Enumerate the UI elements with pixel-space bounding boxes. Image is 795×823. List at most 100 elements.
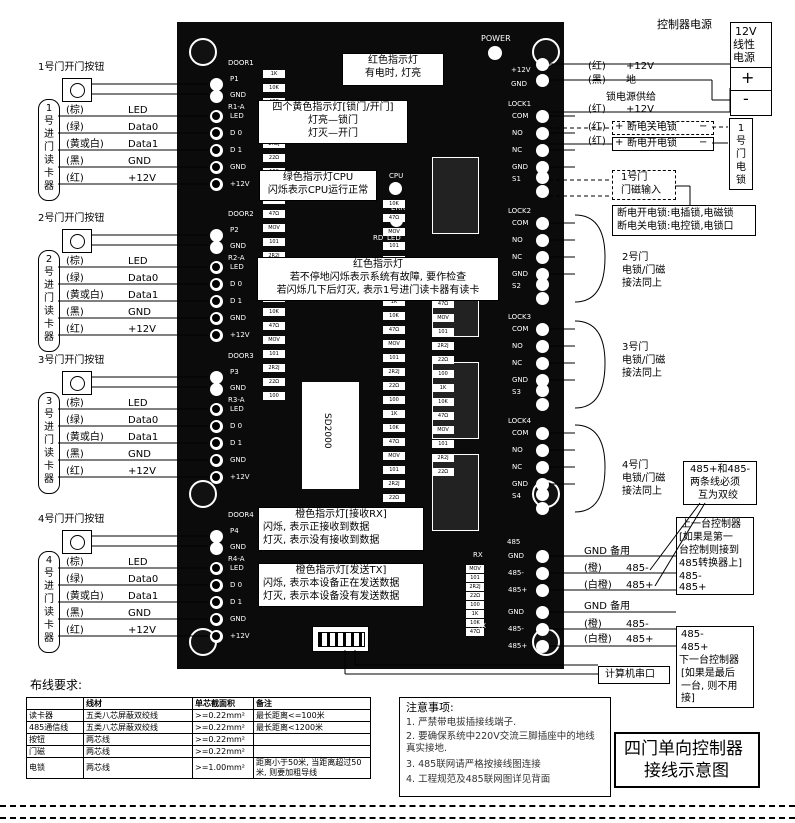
reader-terminal-screw xyxy=(212,280,220,288)
reader-pin-label: +12V xyxy=(230,331,250,339)
relay-terminal[interactable] xyxy=(536,234,549,247)
callout-yellow-l2: 灯亮—锁门 xyxy=(308,115,358,126)
table-cell: 电锁 xyxy=(26,757,84,779)
cpu-led xyxy=(389,182,402,195)
resistor: 100 xyxy=(466,601,484,609)
resistor: 47Ω xyxy=(383,438,405,446)
rs485-in-terminal[interactable] xyxy=(536,567,549,580)
rs485-out-terminal[interactable] xyxy=(536,640,549,653)
reader-wire-color: (黄或白) xyxy=(66,139,104,150)
relay-terminal[interactable] xyxy=(536,323,549,336)
button-terminal[interactable] xyxy=(210,241,223,254)
button-terminal[interactable] xyxy=(210,90,223,103)
sensor-terminal[interactable] xyxy=(536,398,549,411)
resistor: 47Ω xyxy=(263,322,285,330)
relay-terminal[interactable] xyxy=(536,357,549,370)
callout-tx-l3: 灯灭, 表示本设备没有发送数据 xyxy=(263,591,400,602)
rs485-in-terminal[interactable] xyxy=(536,550,549,563)
resistor: 47Ω xyxy=(383,214,405,222)
callout-rx-l1: 橙色指示灯[接收RX] xyxy=(295,509,387,520)
lock-note-line1: 断电开电锁:电插锁,电磁锁 xyxy=(617,208,734,219)
callout-err-led: 红色指示灯 若不停地闪烁表示系统有故障, 要作检查 若闪烁几下后灯灭, 表示1号… xyxy=(257,257,499,301)
reader-terminal-screw xyxy=(212,297,220,305)
reader-wire-signal: GND xyxy=(128,449,151,460)
linear-power-supply: 12V 线性 电源 + - xyxy=(730,22,772,116)
door1-exit-button[interactable] xyxy=(62,78,92,102)
reader-wire-signal: GND xyxy=(128,307,151,318)
note-1: 1. 严禁带电拔插接线端子. xyxy=(406,717,517,728)
rs485-in-pin-label: 485+ xyxy=(508,586,528,594)
door1-button-label: 1号门开门按钮 xyxy=(38,62,105,73)
resistor: 1K xyxy=(383,410,405,418)
relay-terminal[interactable] xyxy=(536,444,549,457)
resistor: 101 xyxy=(383,354,405,362)
relay-terminal[interactable] xyxy=(536,144,549,157)
callout-tx-l1: 橙色指示灯[发送TX] xyxy=(295,565,387,576)
mount-hole xyxy=(189,480,217,508)
table-header-cell: 备注 xyxy=(253,697,371,710)
sensor-terminal[interactable] xyxy=(536,488,549,501)
reader-terminal-screw xyxy=(212,163,220,171)
callout-err-l3: 若闪烁几下后灯灭, 表示1号进门读卡器有读卡 xyxy=(276,285,480,296)
door3-exit-button[interactable] xyxy=(62,371,92,395)
computer-serial-label: 计算机串口 xyxy=(605,669,655,680)
power-terminal[interactable] xyxy=(536,74,549,87)
button-terminal[interactable] xyxy=(210,542,223,555)
rs485-out-terminal[interactable] xyxy=(536,623,549,636)
lock2-label3: 接法同上 xyxy=(622,278,662,289)
reader-pin-label: GND xyxy=(230,314,247,322)
relay-terminal[interactable] xyxy=(536,217,549,230)
minus-2: 485- xyxy=(626,619,649,630)
reader-wire-color: (黄或白) xyxy=(66,591,104,602)
resistor: 101 xyxy=(466,574,484,582)
sensor-terminal[interactable] xyxy=(536,292,549,305)
callout-yellow-leds: 四个黄色指示灯[锁门/开门] 灯亮—锁门 灯灭—开门 xyxy=(258,100,408,144)
reader-connector-label: R3-A xyxy=(228,396,245,404)
rs485-in-pin-label: 485- xyxy=(508,569,524,577)
relay-terminal[interactable] xyxy=(536,110,549,123)
relay-pin-label: GND xyxy=(512,480,529,488)
table-row: 门磁两芯线>=0.22mm² xyxy=(26,745,371,758)
rs485-in-terminal[interactable] xyxy=(536,584,549,597)
relay-terminal[interactable] xyxy=(536,427,549,440)
table-cell xyxy=(253,745,371,758)
relay-pin-label: COM xyxy=(512,325,529,333)
serial-port[interactable] xyxy=(312,626,369,652)
resistor: 10K xyxy=(383,312,405,320)
relay-pin-label: NC xyxy=(512,146,523,154)
button-pin-label: P2 xyxy=(230,226,239,234)
sensor-terminal[interactable] xyxy=(536,171,549,184)
relay-pin-label: GND xyxy=(512,376,529,384)
lock-connector-label: LOCK1 xyxy=(508,100,532,108)
sensor-terminal[interactable] xyxy=(536,502,549,515)
relay-terminal[interactable] xyxy=(536,340,549,353)
door2-exit-button[interactable] xyxy=(62,229,92,253)
relay-terminal[interactable] xyxy=(536,127,549,140)
relay-terminal[interactable] xyxy=(536,251,549,264)
reader-wire-color: (绿) xyxy=(66,415,84,426)
reader-terminal-screw xyxy=(212,112,220,120)
door4-reader-label: 4号进门读卡器 xyxy=(44,555,54,644)
button-terminal[interactable] xyxy=(210,383,223,396)
reader-wire-signal: GND xyxy=(128,156,151,167)
relay-pin-label: COM xyxy=(512,219,529,227)
reader-pin-label: +12V xyxy=(230,473,250,481)
sensor-terminal[interactable] xyxy=(536,185,549,198)
sensor-terminal[interactable] xyxy=(536,384,549,397)
rs485-out-terminal[interactable] xyxy=(536,606,549,619)
rs485-out-pin-label: 485+ xyxy=(508,642,528,650)
power-terminal[interactable] xyxy=(536,58,549,71)
sensor-terminal[interactable] xyxy=(536,278,549,291)
prev-line5: 485- xyxy=(679,571,702,582)
table-cell xyxy=(253,733,371,746)
relay-terminal[interactable] xyxy=(536,461,549,474)
table-cell: >=1.00mm² xyxy=(192,757,254,779)
bracket xyxy=(574,424,606,513)
next-line5: 一台, 则不用 xyxy=(681,681,738,692)
door4-exit-button[interactable] xyxy=(62,530,92,554)
sensor-label: S1 xyxy=(512,175,521,183)
reader-wire-signal: GND xyxy=(128,608,151,619)
table-header-cell xyxy=(26,697,84,710)
board-gnd: GND xyxy=(511,80,528,88)
resistor: MOV xyxy=(383,228,405,236)
